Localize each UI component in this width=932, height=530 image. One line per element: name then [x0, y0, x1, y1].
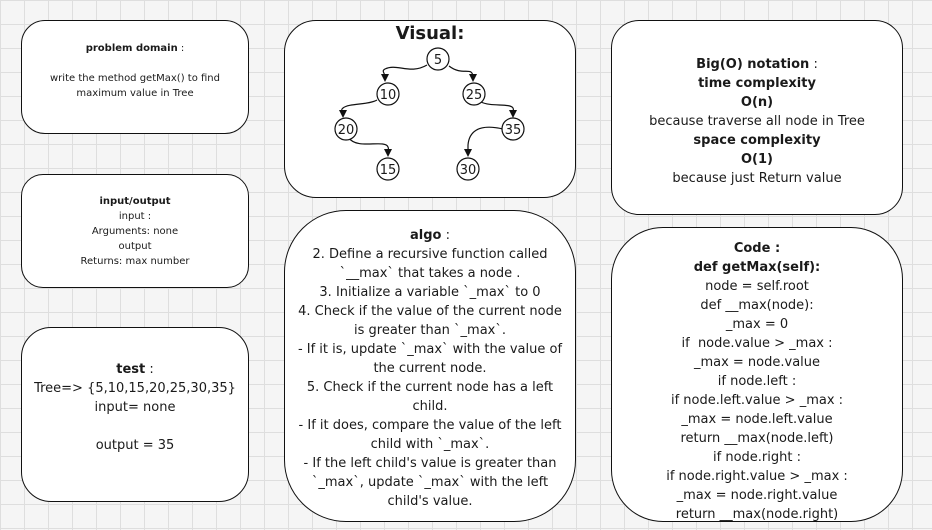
arrowhead	[469, 74, 477, 82]
tree-edge-10-20	[341, 99, 378, 115]
tree-diagram: 5 10 25 20 35 15 30	[334, 47, 525, 181]
tree-node: 35	[501, 117, 525, 141]
input-output-line: Returns: max number	[80, 256, 190, 267]
tree-node-label: 5	[434, 53, 442, 68]
input-output-heading: input/output	[99, 196, 171, 207]
code-line: return __max(node.left)	[680, 431, 834, 446]
test-heading: test :	[116, 360, 154, 379]
tree-node: 20	[334, 117, 358, 141]
algo-step: 2. Define a recursive function called `_…	[312, 247, 552, 281]
code-line: _max = node.right.value	[676, 488, 838, 503]
test-line: output = 35	[95, 438, 175, 453]
tree-node-label: 15	[380, 163, 397, 178]
test-colon: :	[145, 362, 154, 377]
tree-edge-35-30	[467, 126, 504, 152]
input-output-line: output	[118, 241, 152, 252]
input-output-card: input/output input : Arguments: none out…	[21, 174, 249, 288]
algo-step: - If it does, compare the value of the l…	[298, 418, 566, 452]
algo-step: - If the left child's value is greater t…	[303, 456, 561, 509]
algo-step: 5. Check if the current node has a left …	[306, 380, 558, 414]
tree-edge-5-10	[382, 64, 428, 78]
tree-node: 5	[426, 47, 450, 71]
tree-node: 30	[456, 157, 480, 181]
arrowhead	[381, 74, 389, 82]
arrowhead	[384, 149, 392, 157]
algo-card: algo : 2. Define a recursive function ca…	[284, 210, 576, 522]
tree-edge-5-25	[448, 65, 474, 79]
input-output-line: Arguments: none	[91, 226, 179, 237]
code-line: if node.right :	[713, 450, 801, 465]
code-line: _max = 0	[725, 317, 789, 332]
algo-step: 4. Check if the value of the current nod…	[298, 304, 566, 338]
space-complexity-value: O(1)	[741, 152, 773, 167]
big-o-colon: :	[809, 57, 818, 72]
arrowhead	[464, 149, 472, 157]
tree-node-label: 25	[466, 88, 483, 103]
algo-step: 3. Initialize a variable `_max` to 0	[319, 285, 541, 300]
space-complexity-label: space complexity	[693, 133, 821, 148]
code-line: if node.right.value > _max :	[666, 469, 848, 484]
tree-node-label: 35	[505, 123, 522, 138]
code-line: if node.left.value > _max :	[670, 393, 844, 408]
problem-domain-body: write the method getMax() to find maximu…	[50, 73, 224, 99]
problem-domain-card: problem domain : write the method getMax…	[21, 20, 249, 134]
code-line: _max = node.left.value	[681, 412, 833, 427]
algo-step: - If it is, update `_max` with the value…	[297, 342, 567, 376]
code-line: if node.left :	[717, 374, 797, 389]
big-o-heading: Big(O) notation :	[696, 55, 818, 74]
tree-edge-20-15	[348, 137, 390, 153]
test-title: test	[116, 362, 146, 377]
space-complexity-reason: because just Return value	[672, 171, 842, 186]
test-card: test : Tree=> {5,10,15,20,25,30,35} inpu…	[21, 327, 249, 502]
time-complexity-label: time complexity	[698, 76, 816, 91]
arrowhead	[509, 110, 517, 118]
code-line: def __max(node):	[700, 298, 814, 313]
algo-colon: :	[441, 228, 450, 243]
arrowhead	[339, 110, 347, 118]
algo-heading: algo :	[410, 226, 450, 245]
tree-node-label: 20	[338, 123, 355, 138]
problem-domain-title: problem domain	[85, 43, 178, 54]
problem-domain-heading: problem domain :	[86, 41, 185, 56]
tree-node: 10	[376, 82, 400, 106]
code-line: _max = node.value	[693, 355, 821, 370]
time-complexity-reason: because traverse all node in Tree	[649, 114, 865, 129]
tree-node-label: 10	[380, 88, 397, 103]
test-line: Tree=> {5,10,15,20,25,30,35}	[34, 381, 236, 396]
problem-domain-colon: :	[177, 43, 185, 54]
code-line: node = self.root	[705, 279, 809, 294]
code-line: def getMax(self):	[693, 260, 821, 275]
visual-card: Visual: 5 10 25 20 35 15 30	[284, 20, 576, 198]
code-line: if node.value > _max :	[681, 336, 833, 351]
visual-heading: Visual:	[395, 23, 465, 44]
time-complexity-value: O(n)	[740, 95, 774, 110]
tree-edge-25-35	[480, 101, 515, 115]
input-output-line: input :	[118, 211, 152, 222]
tree-node: 25	[462, 82, 486, 106]
tree-node: 15	[376, 157, 400, 181]
test-line: input= none	[94, 400, 176, 415]
code-line: return __max(node.right)	[675, 507, 839, 522]
code-card: Code : def getMax(self): node = self.roo…	[611, 227, 903, 522]
tree-node-label: 30	[460, 163, 477, 178]
algo-title: algo	[410, 228, 442, 243]
big-o-card: Big(O) notation : time complexity O(n) b…	[611, 20, 903, 215]
code-heading: Code :	[733, 241, 781, 256]
big-o-title: Big(O) notation	[696, 57, 810, 72]
